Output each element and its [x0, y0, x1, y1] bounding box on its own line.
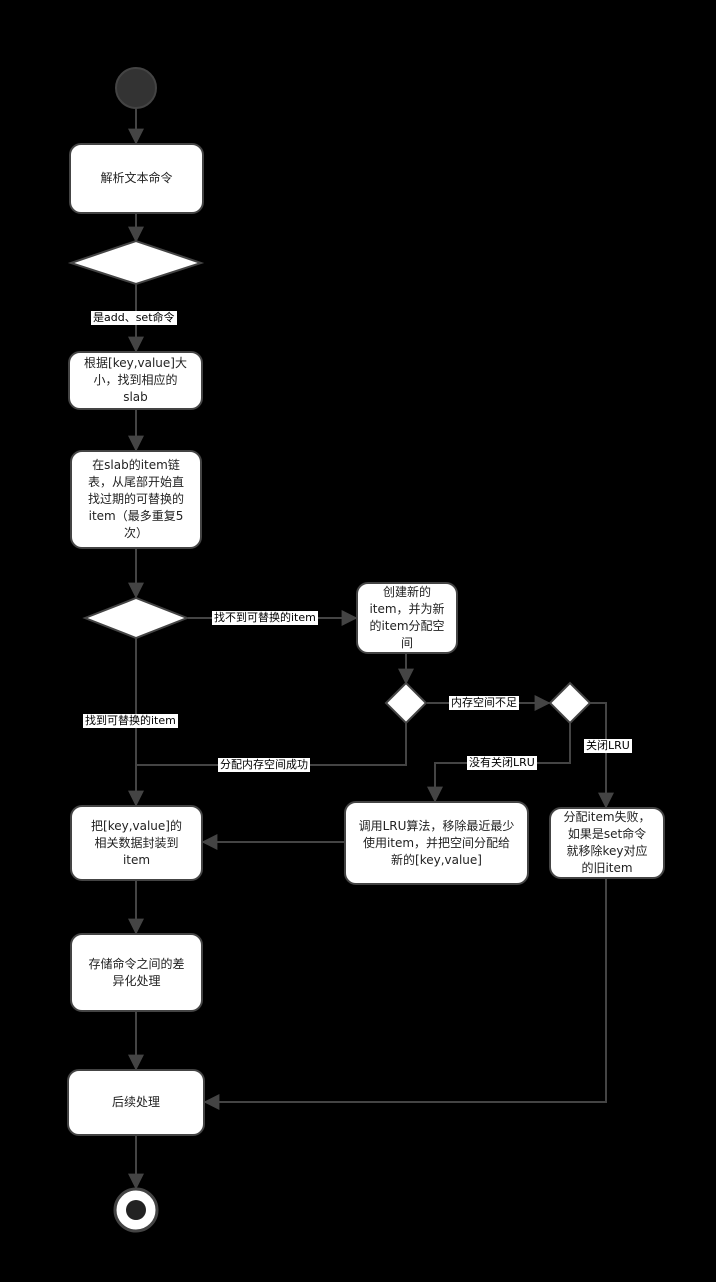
- node-alloc-fail: 分配item失败， 如果是set命令 就移除key对应 的旧item: [549, 807, 665, 879]
- label-alloc-success: 分配内存空间成功: [218, 758, 310, 772]
- node-parse-command: 解析文本命令: [69, 143, 204, 214]
- node-post-process: 后续处理: [67, 1069, 205, 1136]
- label-is-add-set: 是add、set命令: [91, 311, 177, 325]
- node-lru: 调用LRU算法，移除最近最少 使用item，并把空间分配给 新的[key,val…: [344, 801, 529, 885]
- node-diff-process: 存储命令之间的差 异化处理: [70, 933, 203, 1012]
- start-node: [115, 67, 157, 109]
- edge-fail-post: [203, 878, 607, 1110]
- decision-replaceable-item: [82, 596, 190, 640]
- node-search-item: 在slab的item链 表，从尾部开始直 找过期的可替换的 item（最多重复5…: [70, 450, 202, 549]
- label-lru-not-closed: 没有关闭LRU: [467, 756, 537, 770]
- edge-decision4-fail: [590, 702, 614, 809]
- label-found: 找到可替换的item: [83, 714, 178, 728]
- label-lru-closed: 关闭LRU: [584, 739, 632, 753]
- decision-lru: [548, 681, 592, 725]
- decision-command-type: [67, 239, 205, 286]
- decision-memory: [384, 681, 428, 725]
- label-mem-insufficient: 内存空间不足: [449, 696, 519, 710]
- label-not-found: 找不到可替换的item: [212, 611, 318, 625]
- node-create-item: 创建新的 item，并为新 的item分配空 间: [356, 582, 458, 654]
- node-pack-item: 把[key,value]的 相关数据封装到 item: [70, 805, 203, 881]
- end-node-core: [126, 1200, 146, 1220]
- node-find-slab: 根据[key,value]大 小，找到相应的 slab: [68, 351, 203, 410]
